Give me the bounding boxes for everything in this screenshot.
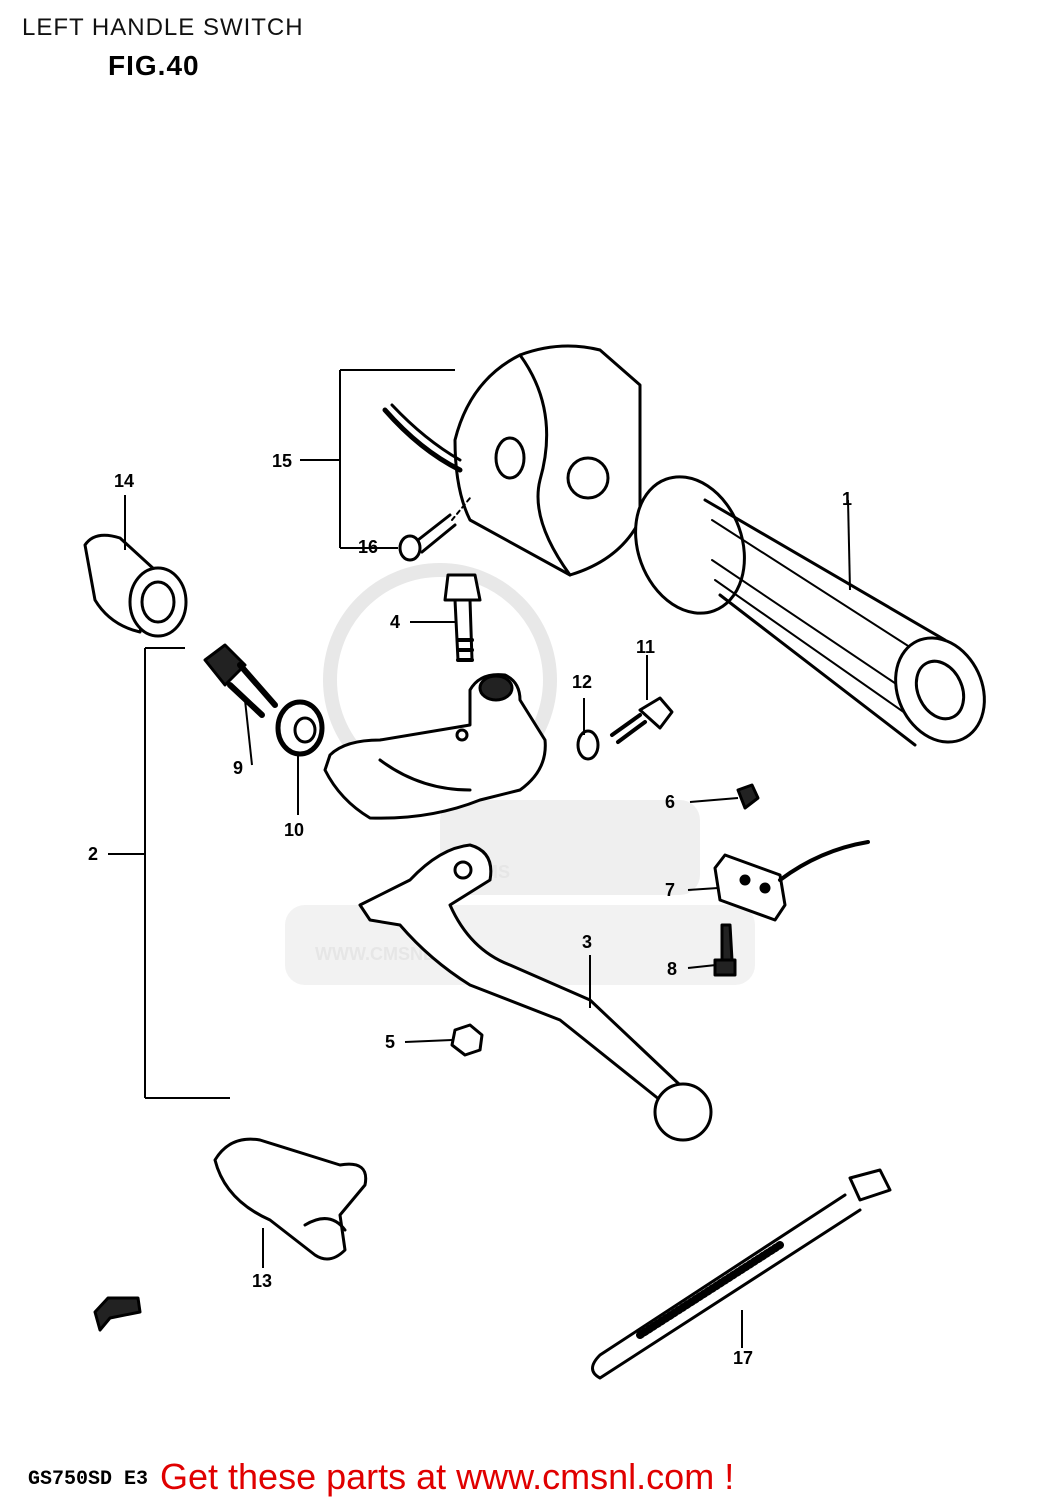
callout-labels: 1 2 3 4 5 6 7 8 9 10 11 12 13 14 15 16 1… [88, 451, 852, 1368]
screw-6 [736, 783, 760, 810]
adjuster-bolt [203, 643, 278, 718]
boot-cover [83, 533, 188, 638]
clutch-switch [713, 840, 870, 922]
callout-16: 16 [358, 537, 378, 557]
screw-8 [713, 923, 737, 977]
switch-housing [382, 344, 642, 577]
callout-10: 10 [284, 820, 304, 840]
callout-4: 4 [390, 612, 400, 632]
callout-5: 5 [385, 1032, 395, 1052]
screw-16 [398, 497, 471, 562]
callout-1: 1 [842, 489, 852, 509]
figure-label: FIG.40 [108, 50, 200, 81]
model-code: GS750SD E3 [28, 1468, 149, 1491]
callout-11: 11 [636, 637, 655, 657]
bolt-11 [610, 696, 674, 744]
lever-bracket [323, 673, 547, 820]
locknut [275, 699, 325, 757]
fwd-arrow-icon [93, 1296, 142, 1332]
clutch-lever [358, 843, 713, 1142]
page-title: LEFT HANDLE SWITCH [22, 14, 304, 41]
grip [634, 475, 986, 747]
callout-2: 2 [88, 844, 98, 864]
callout-7: 7 [665, 880, 675, 900]
cable-tie [591, 1168, 892, 1380]
callout-17: 17 [733, 1348, 753, 1368]
callout-13: 13 [252, 1271, 272, 1291]
dust-cover [213, 1137, 368, 1261]
callout-8: 8 [667, 959, 677, 979]
pivot-bolt [443, 573, 482, 662]
callout-9: 9 [233, 758, 243, 778]
callout-12: 12 [572, 672, 592, 692]
callout-15: 15 [272, 451, 292, 471]
nut-5 [450, 1023, 484, 1057]
footer-link[interactable]: Get these parts at www.cmsnl.com ! [160, 1456, 735, 1497]
callout-3: 3 [582, 932, 592, 952]
washer-12 [576, 729, 600, 761]
callout-14: 14 [114, 471, 134, 491]
callout-6: 6 [665, 792, 675, 812]
